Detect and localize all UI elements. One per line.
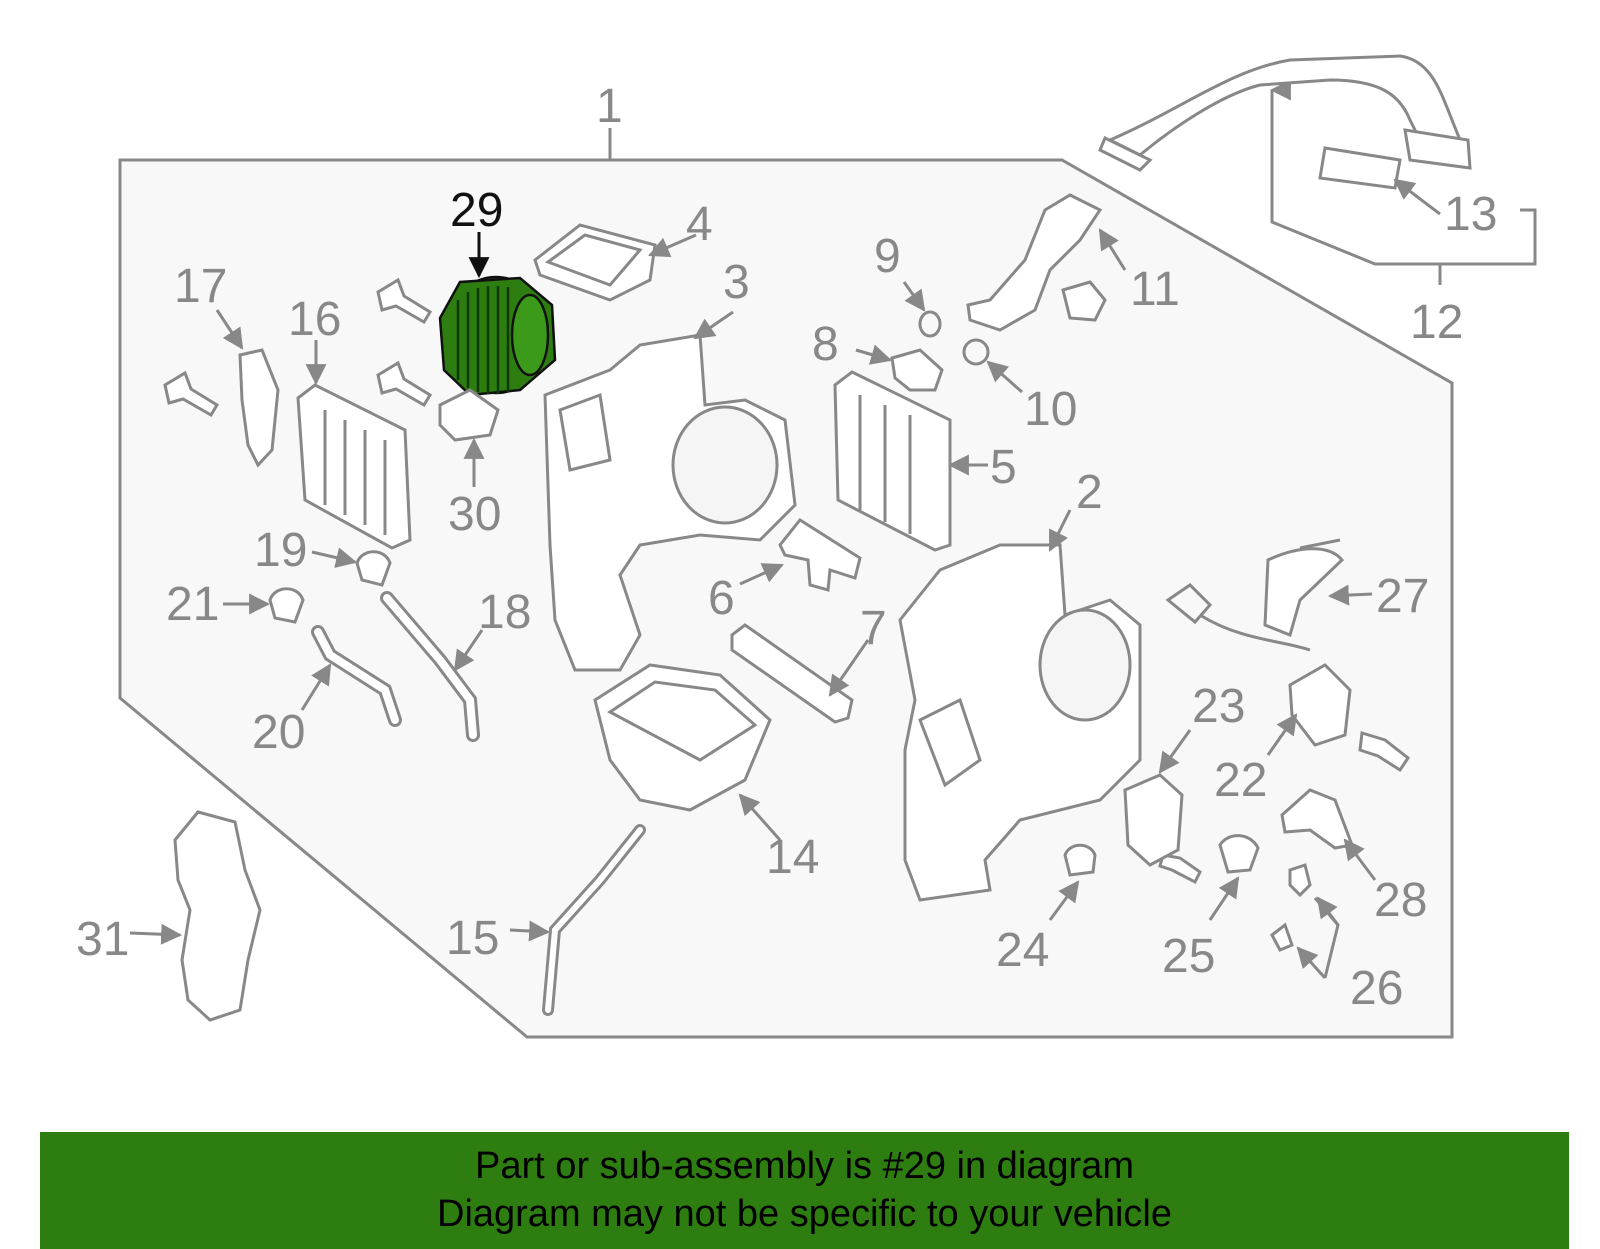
part-7-filter	[730, 623, 854, 724]
callout-26: 26	[1350, 962, 1403, 1015]
part-28-bracket	[1280, 788, 1355, 850]
callout-18: 18	[478, 586, 531, 639]
part-17-bracket	[238, 348, 280, 468]
callout-8: 8	[812, 318, 839, 371]
leader-4	[648, 233, 697, 258]
leader-8	[855, 344, 893, 365]
assembly-outline	[118, 158, 1454, 1039]
callout-21: 21	[166, 578, 219, 631]
leader-6	[739, 563, 784, 586]
callout-4: 4	[686, 198, 713, 251]
callout-30: 30	[448, 488, 501, 541]
part-9-oring	[918, 310, 942, 338]
callout-16: 16	[288, 293, 341, 346]
part-3-housing	[543, 333, 797, 672]
part-25-sensor	[1218, 834, 1260, 874]
part-4-cover	[533, 223, 657, 302]
callout-23: 23	[1192, 680, 1245, 733]
callout-2: 2	[1076, 466, 1103, 519]
callout-6: 6	[708, 572, 735, 625]
leader-27	[1327, 584, 1373, 606]
part-13-duct	[1098, 54, 1472, 190]
part-29-blower-motor	[438, 275, 557, 397]
hoses-inner	[314, 594, 477, 739]
part-15-hose	[542, 824, 646, 1016]
leader-19	[311, 547, 358, 568]
callout-24: 24	[996, 924, 1049, 977]
parts-diagram: 1 2 3 4 5 6 7 8 9 10 11 12 13 14 15 16 1…	[76, 54, 1537, 1039]
part-26-clips	[1270, 863, 1312, 952]
leader-24	[1048, 880, 1080, 921]
part-6-bracket	[778, 518, 862, 592]
callout-14: 14	[766, 831, 819, 884]
callout-13: 13	[1444, 188, 1497, 241]
part-10-oring	[962, 338, 990, 366]
leader-20	[300, 663, 332, 711]
callout-29: 29	[450, 184, 503, 237]
callout-19: 19	[254, 524, 307, 577]
callout-1: 1	[596, 80, 623, 133]
part-5-evaporator	[833, 370, 952, 552]
leader-7	[828, 639, 870, 697]
part-23-actuator	[1123, 773, 1184, 867]
callout-9: 9	[874, 230, 901, 283]
banner-line-1: Part or sub-assembly is #29 in diagram	[475, 1145, 1134, 1187]
callout-12: 12	[1410, 296, 1463, 349]
info-banner: Part or sub-assembly is #29 in diagram D…	[40, 1132, 1569, 1249]
leader-23	[1158, 729, 1192, 774]
callout-15: 15	[446, 912, 499, 965]
callout-3: 3	[723, 256, 750, 309]
callout-22: 22	[1214, 754, 1267, 807]
callout-25: 25	[1162, 930, 1215, 983]
leader-17	[215, 309, 244, 350]
part-16-heater-core	[296, 383, 412, 550]
callout-7: 7	[860, 602, 887, 655]
leader-3	[693, 310, 734, 340]
screws	[163, 277, 1411, 885]
callout-17: 17	[174, 260, 227, 313]
part-14-case	[593, 663, 772, 812]
part-11-pipe	[966, 193, 1107, 332]
part-24-grommet	[1063, 843, 1097, 877]
callout-28: 28	[1374, 874, 1427, 927]
leader-18	[453, 629, 484, 672]
leader-11	[1098, 228, 1127, 271]
callout-27: 27	[1376, 570, 1429, 623]
part-30-resistor	[438, 388, 500, 442]
callout-11: 11	[1130, 263, 1180, 316]
clamps	[268, 550, 392, 624]
banner-line-2: Diagram may not be specific to your vehi…	[437, 1193, 1172, 1235]
callout-31: 31	[76, 913, 129, 966]
leader-13	[1393, 178, 1441, 216]
leader-2	[1048, 509, 1072, 552]
part-27-harness	[1165, 538, 1345, 652]
part-31-duct	[173, 810, 262, 1022]
leader-31	[129, 923, 183, 945]
callout-10: 10	[1024, 383, 1077, 436]
leader-25	[1208, 876, 1240, 921]
part-2-housing	[898, 543, 1142, 902]
leader-28	[1343, 838, 1377, 881]
leader-10	[986, 360, 1023, 394]
part-8-sensor	[890, 348, 944, 392]
leader-15	[509, 920, 551, 942]
callout-5: 5	[990, 441, 1017, 494]
leader-22	[1266, 713, 1298, 756]
bracket-12-13	[1270, 90, 1537, 266]
leader-9	[902, 281, 926, 312]
leader-14	[738, 793, 782, 841]
callout-20: 20	[252, 706, 305, 759]
